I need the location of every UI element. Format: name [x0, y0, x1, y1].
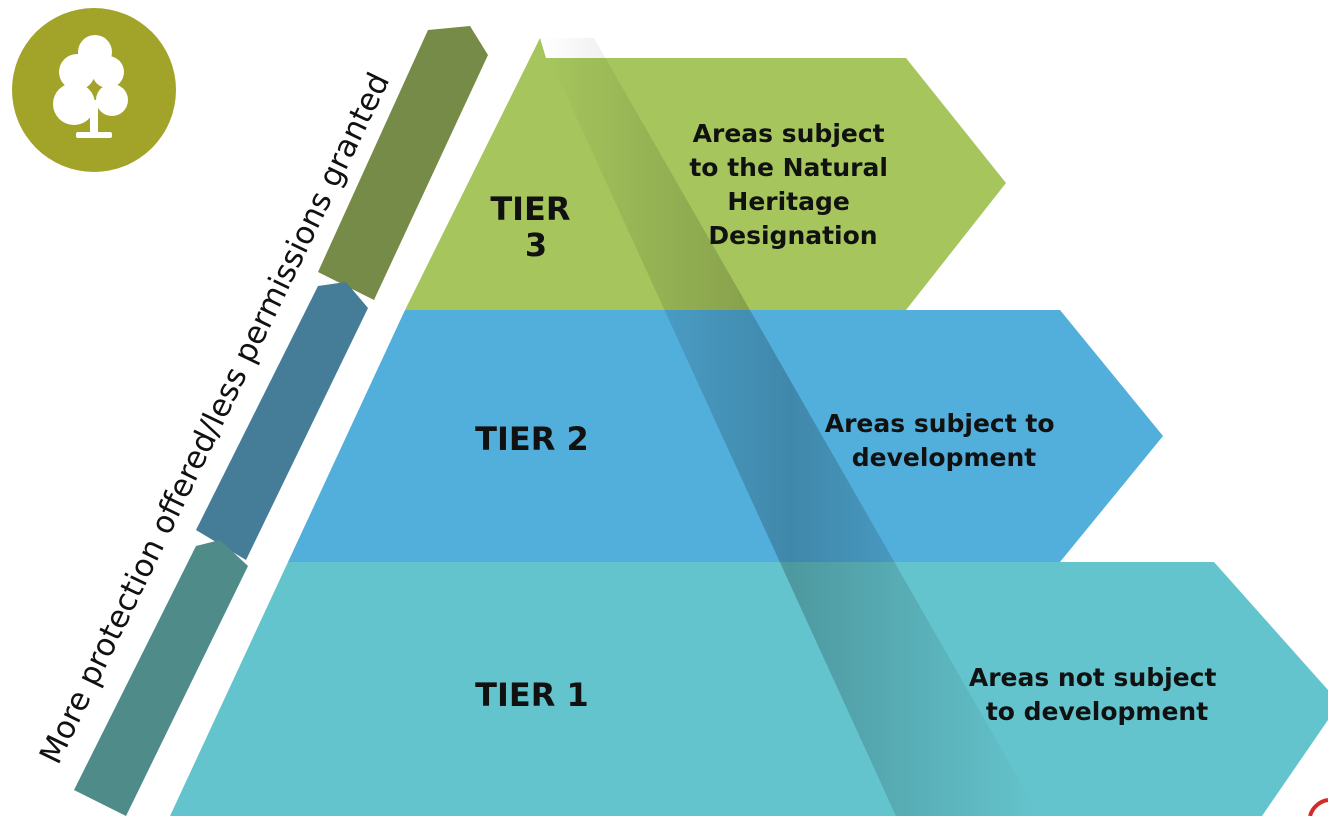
tier-3-label-line: 3 [525, 226, 547, 264]
tier-3-description-line: to the Natural [689, 153, 888, 182]
tier-2-description-line: development [852, 443, 1037, 472]
tier-3-label: TIER 3 [490, 190, 581, 264]
tier-1-description-line: Areas not subject [969, 663, 1217, 692]
tree-icon [53, 35, 128, 138]
tier-1-label: TIER 1 [475, 676, 589, 714]
tier-1-description-line: to development [986, 697, 1208, 726]
side-arrow-bottom [74, 540, 248, 816]
tier-3-description: Areas subject to the Natural Heritage De… [689, 119, 896, 250]
tier-3-band: TIER 3 Areas subject to the Natural Heri… [405, 38, 1006, 310]
tier-3-description-line: Areas subject [693, 119, 885, 148]
tier-1-description: Areas not subject to development [969, 663, 1225, 726]
tier-1-band: TIER 1 Areas not subject to development [170, 562, 1328, 816]
tree-logo [12, 8, 176, 172]
tier-3-shape [405, 38, 1006, 310]
tier-2-label-line: TIER 2 [475, 420, 589, 458]
corner-mark [1308, 798, 1328, 817]
side-arrow-top [318, 26, 488, 300]
tier-3-description-line: Designation [708, 221, 877, 250]
tier-2-label: TIER 2 [475, 420, 589, 458]
tier-3-label-line: TIER [490, 190, 570, 228]
tier-1-label-line: TIER 1 [475, 676, 589, 714]
tier-2-description: Areas subject to development [825, 409, 1064, 472]
diagonal-shadow [540, 38, 1040, 816]
logo-circle [12, 8, 176, 172]
side-arrows [74, 26, 488, 816]
tier-3-description-line: Heritage [727, 187, 849, 216]
tier-1-shape [170, 562, 1328, 816]
side-arrow-middle [196, 282, 368, 560]
tier-2-description-line: Areas subject to [825, 409, 1055, 438]
